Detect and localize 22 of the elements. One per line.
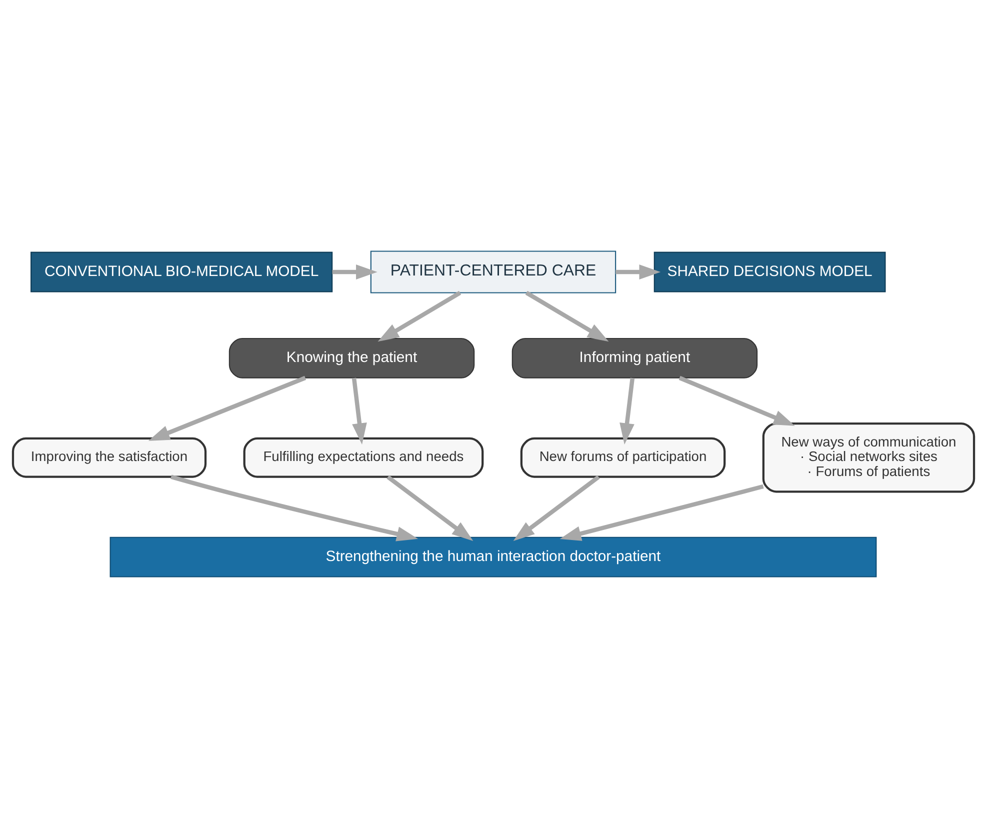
arrow bbox=[560, 484, 764, 540]
node-box: SHARED DECISIONS MODEL bbox=[654, 251, 886, 292]
arrow bbox=[386, 474, 474, 540]
arrow bbox=[352, 377, 367, 444]
arrow bbox=[616, 264, 661, 279]
node-box: Fulfilling expectations and needs bbox=[243, 436, 484, 478]
arrow bbox=[620, 377, 635, 444]
arrow bbox=[678, 375, 795, 426]
node-box: Knowing the patient bbox=[228, 337, 475, 378]
node-box: CONVENTIONAL BIO-MEDICAL MODEL bbox=[30, 251, 333, 292]
arrow bbox=[170, 474, 418, 541]
node-box: New ways of communication · Social networks sites · Forums of patients bbox=[762, 422, 976, 492]
node-box: Informing patient bbox=[512, 337, 758, 378]
arrow bbox=[148, 375, 306, 440]
arrow bbox=[525, 290, 609, 342]
node-box: PATIENT-CENTERED CARE bbox=[370, 250, 616, 293]
arrow bbox=[378, 290, 462, 342]
node-box: New forums of participation bbox=[520, 436, 726, 478]
node-box: Improving the satisfaction bbox=[12, 436, 207, 478]
arrow bbox=[513, 474, 600, 540]
node-box: Strengthening the human interaction doctor-patient bbox=[110, 536, 877, 577]
arrow bbox=[332, 264, 378, 279]
